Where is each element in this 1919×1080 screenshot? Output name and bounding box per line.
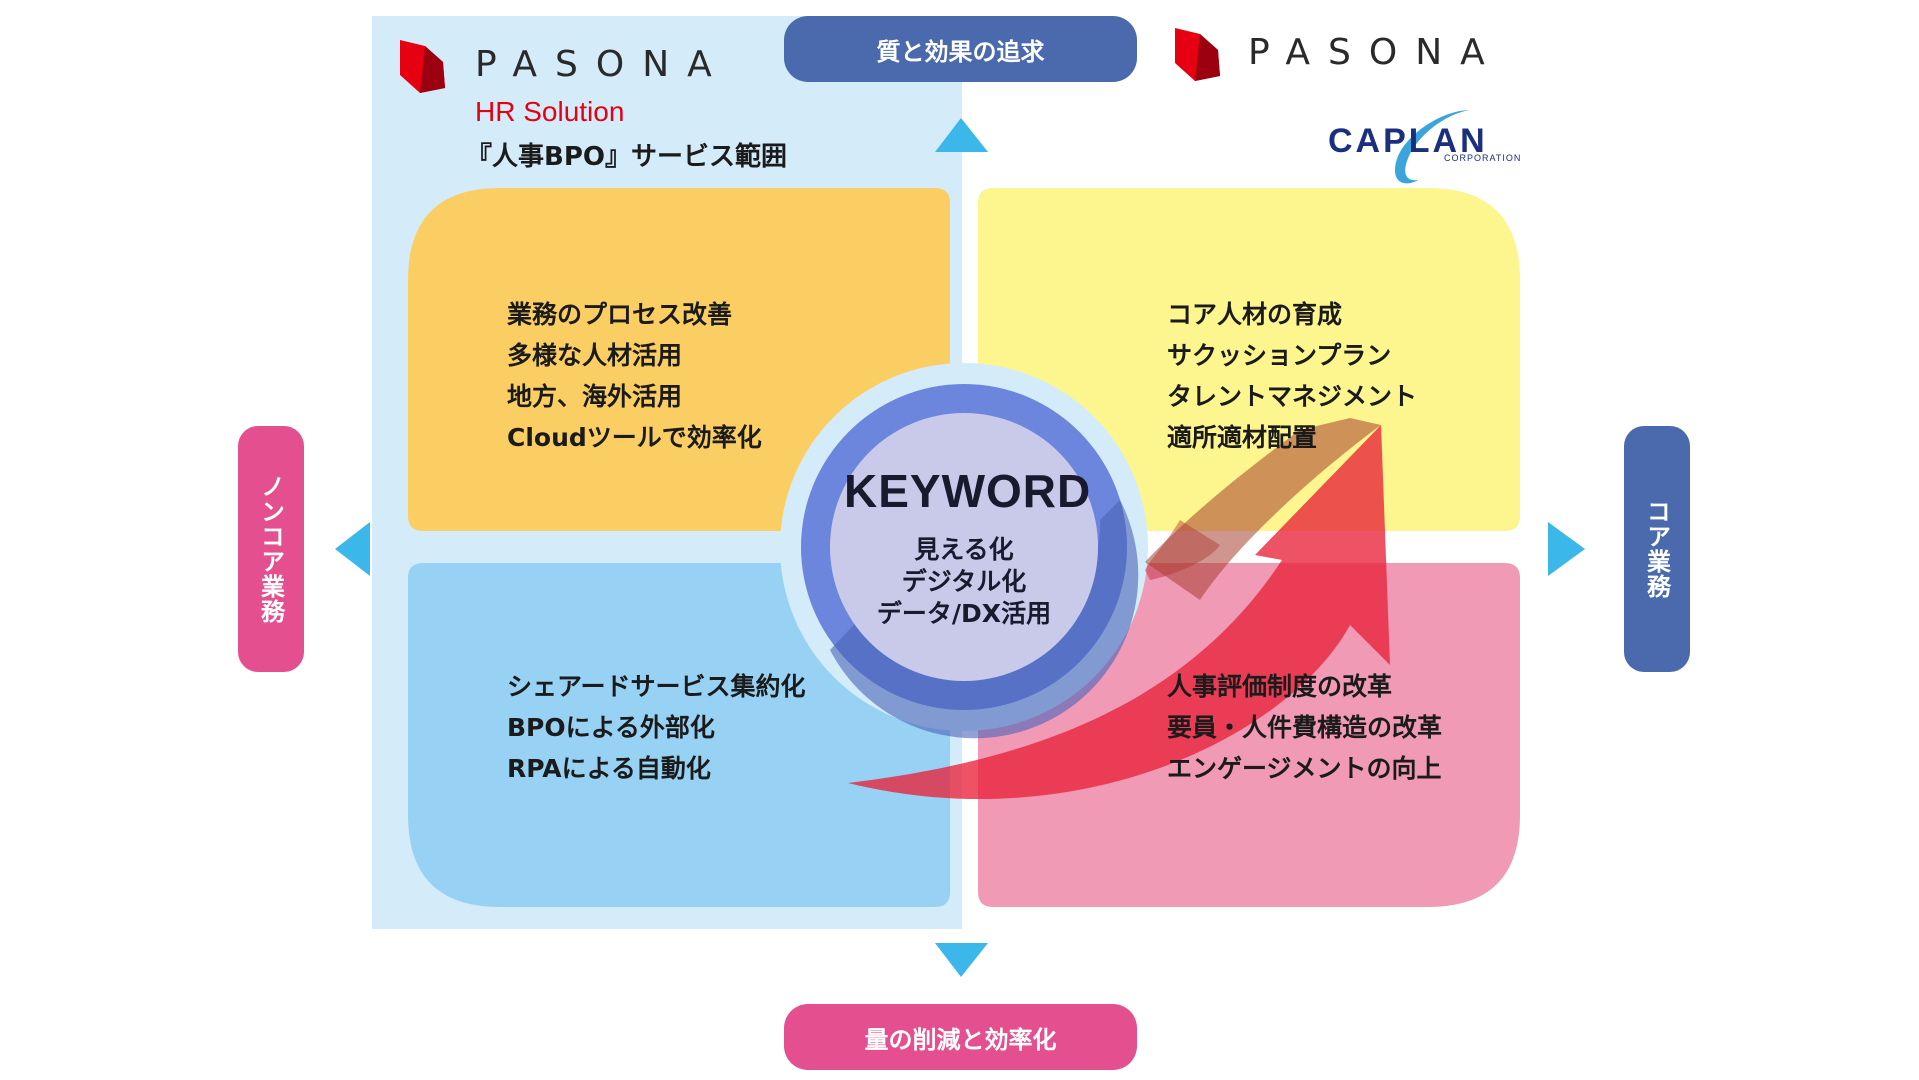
list-item: 人事評価制度の改革 [1167, 672, 1393, 701]
list-item: 適所適材配置 [1167, 423, 1318, 452]
keyword-title: KEYWORD [844, 465, 1092, 517]
axis-left-label: ノンコア業務 [256, 474, 285, 624]
keyword-item: 見える化 [914, 535, 1014, 564]
list-item: シェアードサービス集約化 [507, 672, 806, 701]
triangle-right-icon [1548, 522, 1585, 576]
axis-top-pill: 質と効果の追求 [784, 16, 1137, 82]
list-top-left: 業務のプロセス改善 多様な人材活用 地方、海外活用 Cloudツールで効率化 [507, 294, 762, 458]
pasona-logo-icon-right [1175, 28, 1220, 81]
center-ring-shadow [830, 500, 1139, 739]
list-item: タレントマネジメント [1167, 382, 1418, 411]
list-bottom-right: 人事評価制度の改革 要員・人件費構造の改革 エンゲージメントの向上 [1167, 666, 1442, 789]
keyword-item: データ/DX活用 [876, 599, 1052, 628]
axis-right-label: コア業務 [1642, 499, 1671, 599]
caplan-subtitle: CORPORATION [1444, 153, 1522, 163]
list-item: Cloudツールで効率化 [507, 423, 762, 452]
list-item: サクッションプラン [1167, 341, 1392, 370]
axis-bottom-label: 量の削減と効率化 [864, 1025, 1057, 1054]
triangle-left-icon [335, 522, 370, 576]
list-bottom-left: シェアードサービス集約化 BPOによる外部化 RPAによる自動化 [507, 666, 806, 789]
pasona-wordmark-left: PASONA [475, 44, 730, 85]
caplan-swoosh-icon [1395, 110, 1470, 184]
curved-arrow-shadow [1145, 418, 1381, 600]
list-item: 地方、海外活用 [507, 382, 683, 411]
center-core [830, 413, 1098, 681]
hr-solution-label: HR Solution [475, 96, 625, 127]
triangle-up-icon [935, 118, 988, 152]
list-item: 要員・人件費構造の改革 [1167, 713, 1443, 742]
list-item: 多様な人材活用 [507, 341, 683, 370]
axis-top-label: 質と効果の追求 [876, 37, 1045, 66]
triangle-down-icon [935, 943, 988, 977]
keyword-item: デジタル化 [901, 567, 1027, 596]
list-item: BPOによる外部化 [507, 713, 715, 742]
axis-right-pill: コア業務 [1624, 426, 1690, 672]
list-item: RPAによる自動化 [507, 754, 711, 783]
caplan-wordmark: CAPLAN [1328, 122, 1488, 160]
scope-title: 『人事BPO』サービス範囲 [466, 142, 787, 172]
axis-bottom-pill: 量の削減と効率化 [784, 1004, 1137, 1070]
axis-left-pill: ノンコア業務 [238, 426, 304, 672]
list-item: 業務のプロセス改善 [507, 300, 733, 329]
list-top-right: コア人材の育成 サクッションプラン タレントマネジメント 適所適材配置 [1167, 294, 1417, 458]
pasona-logo-icon [400, 40, 445, 93]
list-item: コア人材の育成 [1167, 300, 1343, 329]
keyword-items: 見える化 デジタル化 データ/DX活用 [844, 534, 1084, 630]
list-item: エンゲージメントの向上 [1167, 754, 1442, 783]
pasona-wordmark-right: PASONA [1248, 32, 1503, 73]
